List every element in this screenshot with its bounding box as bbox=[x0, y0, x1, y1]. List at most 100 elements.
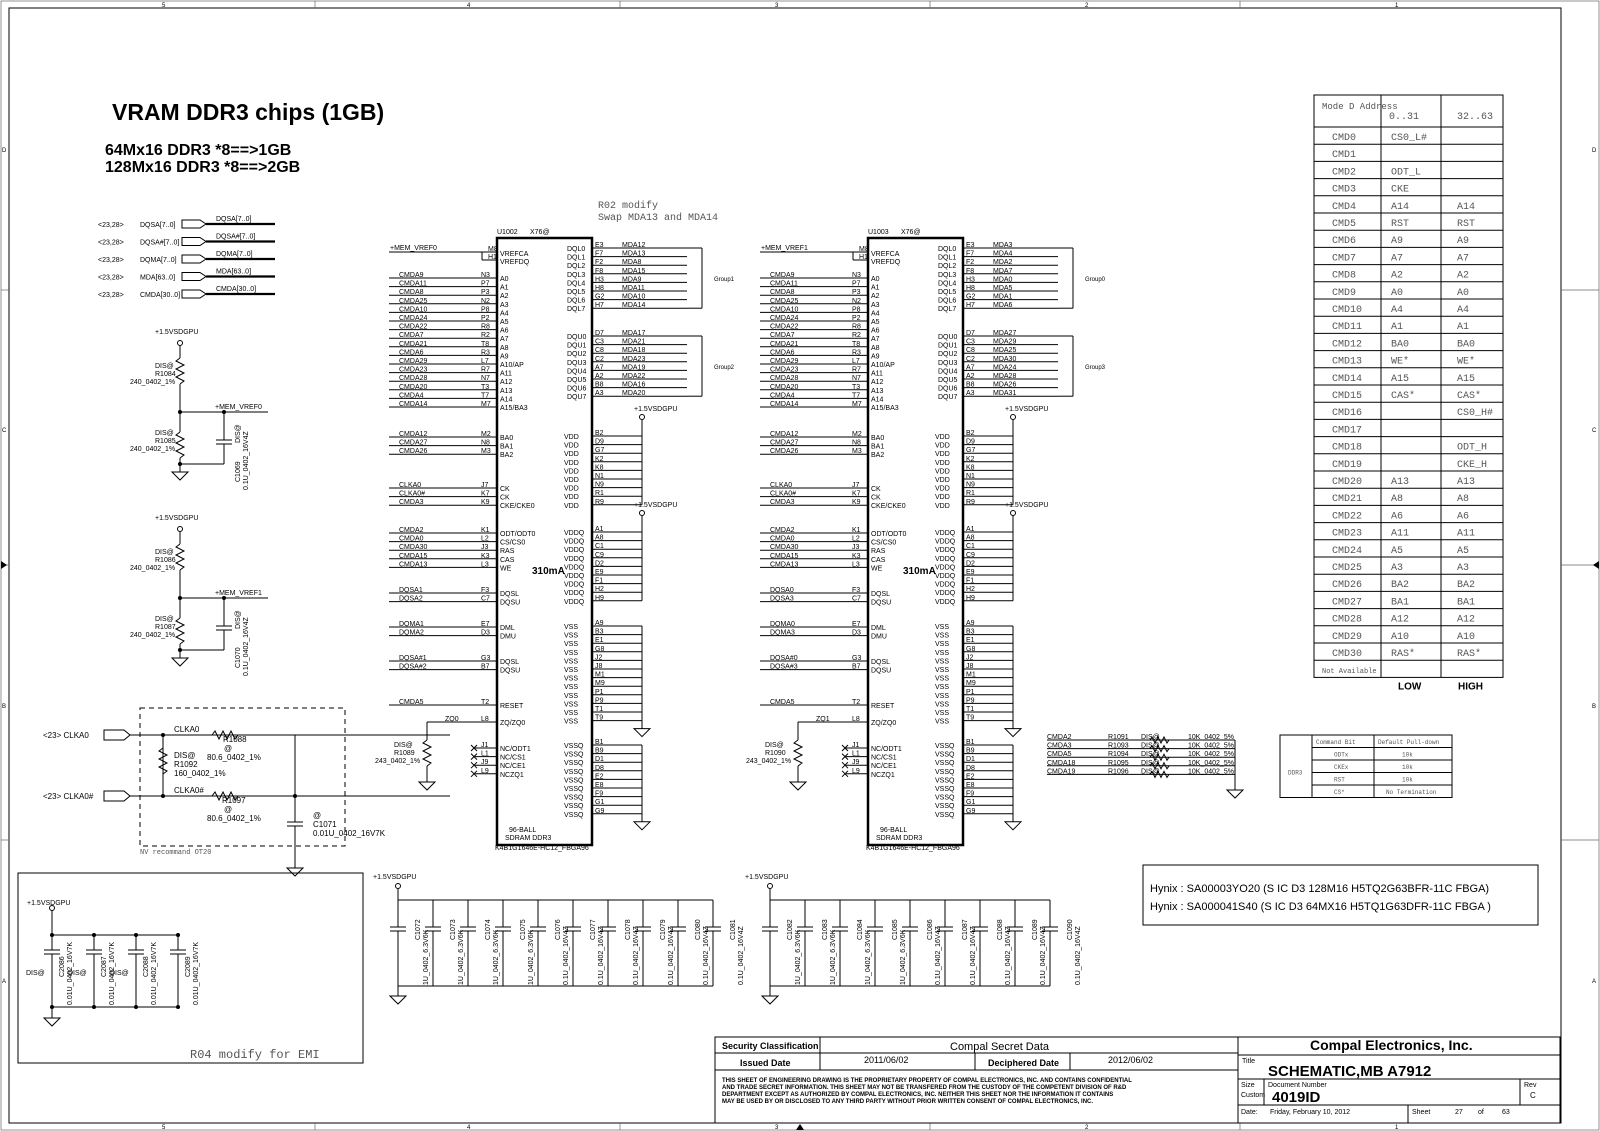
power-pin-name: VSS bbox=[935, 624, 949, 631]
dq-group-label: Group3 bbox=[1085, 365, 1106, 371]
junction-dot bbox=[222, 410, 226, 414]
emi-cap-value: 0.01U_0402_16V7K bbox=[67, 942, 74, 1005]
addr-net: CMDA14 bbox=[770, 401, 799, 408]
power-pin-name: VDD bbox=[564, 460, 579, 467]
rail-pin-icon bbox=[49, 905, 55, 911]
mode-table-header: 32..63 bbox=[1457, 112, 1493, 123]
r1088-opt: @ bbox=[224, 744, 232, 753]
rev-value: C bbox=[1530, 1091, 1536, 1100]
ball-id: E2 bbox=[966, 773, 975, 780]
ball-id: D2 bbox=[595, 560, 604, 567]
power-pin-name: VDD bbox=[935, 486, 950, 493]
power-pin-name: VSSQ bbox=[935, 803, 955, 810]
power-pin-name: VSSQ bbox=[564, 760, 584, 767]
ctl-net: CMDA15 bbox=[399, 553, 428, 560]
r02-note-line1: R02 modify bbox=[598, 200, 658, 212]
decap-ref: C1078 bbox=[625, 919, 632, 940]
mode-low-cell: A3 bbox=[1391, 563, 1403, 574]
ball-id: M3 bbox=[852, 448, 862, 455]
no-connect-icon bbox=[470, 761, 478, 769]
pin-name: A8 bbox=[500, 345, 509, 352]
junction-dot bbox=[176, 933, 180, 937]
pin-name: DQSL bbox=[500, 591, 519, 598]
border-row-label: A bbox=[1592, 979, 1596, 985]
dq-net: MDA18 bbox=[622, 347, 645, 354]
ball-id: R2 bbox=[481, 332, 490, 339]
c1071-value: 0.01U_0402_16V7K bbox=[313, 829, 386, 838]
power-pin-name: VSSQ bbox=[935, 795, 955, 802]
rail-pin-icon bbox=[1010, 510, 1016, 516]
decap-ref: C1075 bbox=[520, 919, 527, 940]
power-pin-name: VSS bbox=[935, 633, 949, 640]
dq-pin-name: DQL4 bbox=[938, 280, 956, 287]
r1088-value: 80.6_0402_1% bbox=[207, 753, 261, 762]
ball-id: P1 bbox=[595, 689, 604, 696]
zq-resistor bbox=[421, 739, 433, 767]
dq-net: MDA23 bbox=[622, 356, 645, 363]
ball-id: F8 bbox=[595, 268, 603, 275]
ball-id: L7 bbox=[481, 358, 489, 365]
pin-name: A8 bbox=[871, 345, 880, 352]
power-pin-name: VSS bbox=[935, 710, 949, 717]
pin-name: A6 bbox=[871, 328, 880, 335]
dq-net: MDA26 bbox=[993, 382, 1016, 389]
ball-id: C1 bbox=[595, 543, 604, 550]
ball-id: F7 bbox=[595, 251, 603, 258]
pulldown-opt: DIS@ bbox=[1141, 760, 1160, 767]
power-pin-name: VSS bbox=[564, 684, 578, 691]
ball-id: N3 bbox=[852, 272, 861, 279]
mode-table-header: 0..31 bbox=[1389, 112, 1419, 123]
border-col-label: 1 bbox=[1395, 3, 1399, 9]
mode-low-cell: A7 bbox=[1391, 253, 1403, 264]
power-rail-label: +1.5VSDGPU bbox=[634, 406, 677, 413]
junction-dot bbox=[92, 1005, 96, 1009]
mode-low-cell: CKE bbox=[1391, 185, 1409, 196]
bus-offpage-connector bbox=[181, 219, 207, 229]
decap-value: 0.1U_0402_16V4Z bbox=[563, 926, 570, 985]
mode-cmd-cell: CMD10 bbox=[1332, 305, 1362, 316]
size-value: Custom bbox=[1241, 1092, 1265, 1099]
vref-rail-label: +1.5VSDGPU bbox=[155, 329, 198, 336]
ball-id: E2 bbox=[595, 773, 604, 780]
mode-cmd-cell: CMD0 bbox=[1332, 133, 1356, 144]
pd-table-bit: CKEx bbox=[1334, 764, 1349, 771]
ball-id: N1 bbox=[595, 473, 604, 480]
mode-high-cell: A1 bbox=[1457, 322, 1469, 333]
dq-group-label: Group0 bbox=[1085, 277, 1106, 283]
border-col-label: 1 bbox=[1395, 1125, 1399, 1131]
bus-offpage-connector bbox=[181, 237, 207, 246]
dq-pin-name: DQL1 bbox=[938, 255, 956, 262]
cap-ref: C1069 bbox=[235, 461, 242, 482]
ball-id: A8 bbox=[595, 535, 604, 542]
page-title: VRAM DDR3 chips (1GB) bbox=[112, 99, 384, 125]
pin-name: A14 bbox=[500, 396, 513, 403]
pin-name: RAS bbox=[500, 548, 515, 555]
pin-name: CK bbox=[500, 495, 510, 502]
mode-cmd-cell: CMD29 bbox=[1332, 632, 1362, 643]
mode-low-cell: A9 bbox=[1391, 236, 1403, 247]
dq-net: MDA1 bbox=[993, 294, 1013, 301]
addr-net: CMDA25 bbox=[770, 298, 799, 305]
ball-id: R8 bbox=[481, 324, 490, 331]
power-pin-name: VSSQ bbox=[935, 777, 955, 784]
addr-net: CMDA28 bbox=[770, 375, 799, 382]
decap-ref: C1081 bbox=[730, 919, 737, 940]
density-line-1gb: 64Mx16 DDR3 *8==>1GB bbox=[105, 142, 291, 159]
pin-name: ODT/ODT0 bbox=[871, 531, 906, 538]
ball-id: K9 bbox=[852, 499, 861, 506]
power-pin-name: VDDQ bbox=[564, 590, 585, 597]
pulldown-net: CMDA3 bbox=[1047, 743, 1072, 750]
mode-cmd-cell: CMD8 bbox=[1332, 271, 1356, 282]
decap-ref: C1072 bbox=[415, 919, 422, 940]
mode-low-cell: A11 bbox=[1391, 529, 1409, 540]
power-pin-name: VDDQ bbox=[564, 556, 585, 563]
pin-name: A0 bbox=[500, 276, 509, 283]
pin-name: A10/AP bbox=[500, 362, 524, 369]
rail-pin-icon bbox=[177, 526, 183, 532]
pulldown-value: 10K_0402_5% bbox=[1188, 768, 1234, 775]
dq-pin-name: DQL1 bbox=[567, 255, 585, 262]
hynix-box bbox=[1142, 864, 1539, 926]
power-pin-name: VDDQ bbox=[564, 582, 585, 589]
